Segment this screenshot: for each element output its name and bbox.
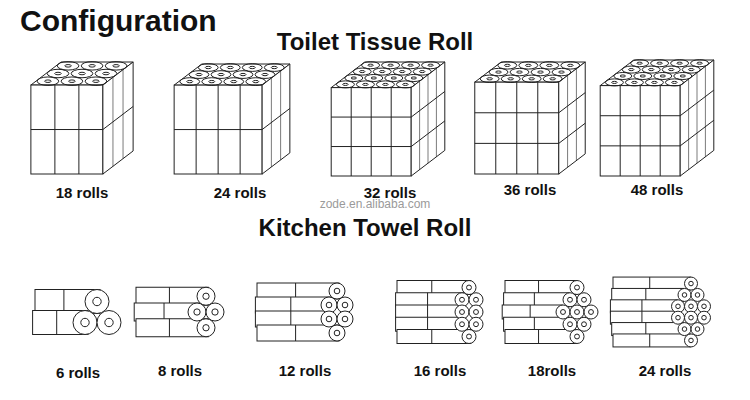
tissue-pack [31,62,133,174]
pack-label: 8 rolls [158,362,202,379]
pack-label: 48 rolls [631,181,684,198]
pack-label: 36 rolls [504,181,557,198]
tissue-pack [174,64,290,174]
pack-label: 16 rolls [414,362,467,379]
towel-pack [134,287,224,337]
pack-label: 24 rolls [214,184,267,201]
pack-label: 12 rolls [279,362,332,379]
pack-label: 18rolls [528,362,576,379]
towel-pack [33,290,121,335]
pack-label: 24 rolls [639,362,692,379]
tissue-pack [475,62,585,174]
towel-pack [610,277,710,347]
tissue-pack [600,60,714,176]
page-title: Configuration [20,4,217,39]
towel-pack [502,281,598,344]
pack-label: 18 rolls [56,184,109,201]
towel-pack [255,283,353,341]
pack-label: 6 rolls [56,364,100,381]
section-heading: Toilet Tissue Roll [277,28,473,56]
watermark: zode.en.alibaba.com [320,198,431,212]
tissue-pack [331,62,445,176]
section-heading: Kitchen Towel Roll [259,214,472,242]
towel-pack [396,281,483,344]
